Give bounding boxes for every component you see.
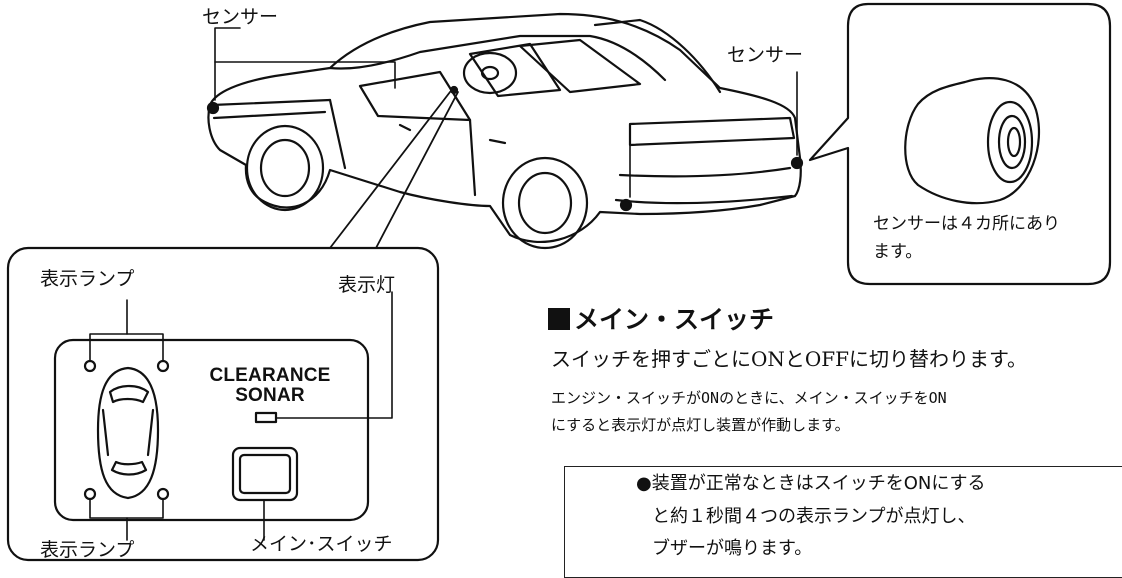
section-heading-text: メイン・スイッチ <box>574 305 775 334</box>
section-line3: にすると表示灯が点灯し装置が作動します。 <box>551 416 850 434</box>
section-heading: メイン・スイッチ <box>548 307 774 332</box>
lamp-label-bottom: 表示ランプ <box>40 539 135 561</box>
sensor-label-rear: センサー <box>727 44 804 66</box>
note-line2: と約１秒間４つの表示ランプが点灯し、 <box>652 506 976 527</box>
callout-text-line1: センサーは４カ所にあり <box>873 214 1060 234</box>
note-line1: ●装置が正常なときはスイッチをONにする <box>636 473 986 494</box>
car-illustration <box>6 2 1112 562</box>
square-bullet-icon <box>548 308 570 330</box>
sensor-label-front: センサー <box>202 6 279 28</box>
sonar-line1: CLEARANCE <box>209 365 331 386</box>
lamp-label-top: 表示ランプ <box>40 268 135 290</box>
main-switch-label: メイン･スイッチ <box>250 533 393 555</box>
indicator-light-label: 表示灯 <box>338 274 396 296</box>
callout-text-line2: ます。 <box>873 242 923 262</box>
section-line1: スイッチを押すごとにONとOFFに切り替わります。 <box>551 347 1028 371</box>
sonar-line2: SONAR <box>235 384 305 406</box>
clearance-sonar-label: CLEARANCE SONAR <box>196 366 344 406</box>
section-line2: エンジン・スイッチがONのときに、メイン・スイッチをON <box>551 389 947 407</box>
note-line3: ブザーが鳴ります。 <box>652 538 813 559</box>
